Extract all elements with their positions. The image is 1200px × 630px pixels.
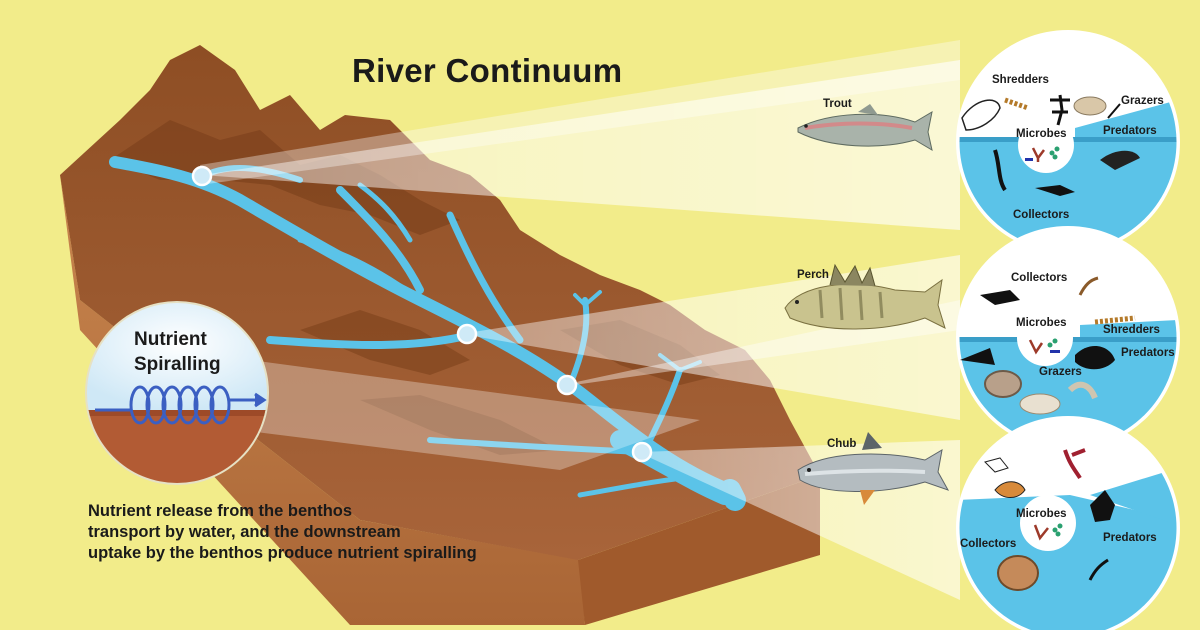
beam-inset <box>240 360 700 470</box>
caption-line-2: transport by water, and the downstream <box>88 523 401 541</box>
sample-points <box>191 165 653 463</box>
predator-beetle-icon <box>1075 345 1115 370</box>
beam-upper <box>202 60 960 230</box>
shredder-caddis-icon <box>961 99 1001 131</box>
collector-icon <box>994 481 1026 498</box>
microbe-icon <box>1033 524 1049 541</box>
grazer-snail-icon <box>1073 96 1107 116</box>
microbes-core <box>1018 117 1074 173</box>
zone-circle-2: Collectors Shredders Predators Grazers M… <box>956 226 1180 450</box>
group-label-shredders: Shredders <box>1103 324 1160 336</box>
grazer-shell-icon <box>1067 381 1098 400</box>
diagram-title: River Continuum <box>352 52 623 89</box>
inset-title-line2: Spiralling <box>134 354 221 375</box>
predator-icon <box>1090 490 1115 522</box>
center-label-microbes: Microbes <box>1016 508 1067 520</box>
group-label-predators: Predators <box>1103 125 1157 137</box>
zone-circle-1: Shredders Grazers Predators Collectors M… <box>956 30 1180 254</box>
grazer-icon <box>1019 393 1061 415</box>
collector-mussel-icon <box>997 555 1039 591</box>
tributary <box>357 182 413 243</box>
collector-icon <box>993 149 1007 192</box>
chub-icon <box>797 432 950 505</box>
group-label-predators: Predators <box>1103 532 1157 544</box>
shredder-stonefly-icon <box>1050 94 1070 126</box>
sample-point-lower <box>631 441 653 463</box>
tributary <box>266 331 474 349</box>
group-label-shredders: Shredders <box>992 74 1049 86</box>
collector-icon <box>1078 276 1099 296</box>
microbe-icon <box>1031 147 1045 162</box>
tributary <box>427 437 643 455</box>
sample-point-midreach <box>456 323 478 345</box>
inset-title-line1: Nutrient <box>134 329 208 350</box>
microbes-core <box>1020 495 1076 551</box>
spiral-icon <box>95 385 267 425</box>
collector-icon <box>1063 448 1086 480</box>
trout-icon <box>797 104 933 152</box>
fish-label-perch: Perch <box>797 269 829 281</box>
caption-line-1: Nutrient release from the benthos <box>88 502 353 520</box>
tributary <box>297 237 423 303</box>
tributary <box>336 186 424 294</box>
fish-label-trout: Trout <box>823 98 852 110</box>
predator-icon <box>1100 150 1140 170</box>
grazer-icon <box>1107 103 1121 119</box>
group-label-grazers: Grazers <box>1039 366 1082 378</box>
predator-icon <box>1088 558 1109 581</box>
lower-channel <box>610 430 735 505</box>
zone-midreach: Perch Collectors Shredder <box>784 226 1180 450</box>
caption: Nutrient release from the benthos transp… <box>88 501 558 564</box>
tributary <box>642 367 683 453</box>
tributary <box>573 290 602 307</box>
beam-upper <box>200 40 960 185</box>
zone-circle-3: Predators Collectors Microbes <box>956 416 1180 630</box>
group-label-collectors: Collectors <box>960 538 1016 550</box>
perch-icon <box>784 263 946 330</box>
shredder-icon <box>1094 315 1136 325</box>
group-label-collectors: Collectors <box>1013 209 1069 221</box>
collector-icon <box>980 290 1020 305</box>
center-label-microbes: Microbes <box>1016 128 1067 140</box>
tributary <box>577 473 703 498</box>
predator-icon <box>960 348 995 365</box>
collector-icon <box>1035 185 1075 196</box>
microbe-icon <box>1028 339 1044 355</box>
fish-label-chub: Chub <box>827 438 856 450</box>
group-label-grazers: Grazers <box>1121 95 1164 107</box>
collector-icon <box>984 457 1009 473</box>
group-label-collectors: Collectors <box>1011 272 1067 284</box>
sample-point-midreach-2 <box>556 374 578 396</box>
center-label-microbes: Microbes <box>1016 317 1067 329</box>
caption-line-3: uptake by the benthos produce nutrient s… <box>88 544 477 562</box>
group-label-predators: Predators <box>1121 347 1175 359</box>
block-front-face <box>578 475 820 625</box>
zone-lower: Chub Predators Collectors Microbes <box>797 416 1180 630</box>
sample-point-headwaters <box>191 165 213 187</box>
ridge-shadow <box>360 395 560 455</box>
grazer-limpet-icon <box>984 370 1022 398</box>
shredder-larva-icon <box>1004 97 1029 111</box>
